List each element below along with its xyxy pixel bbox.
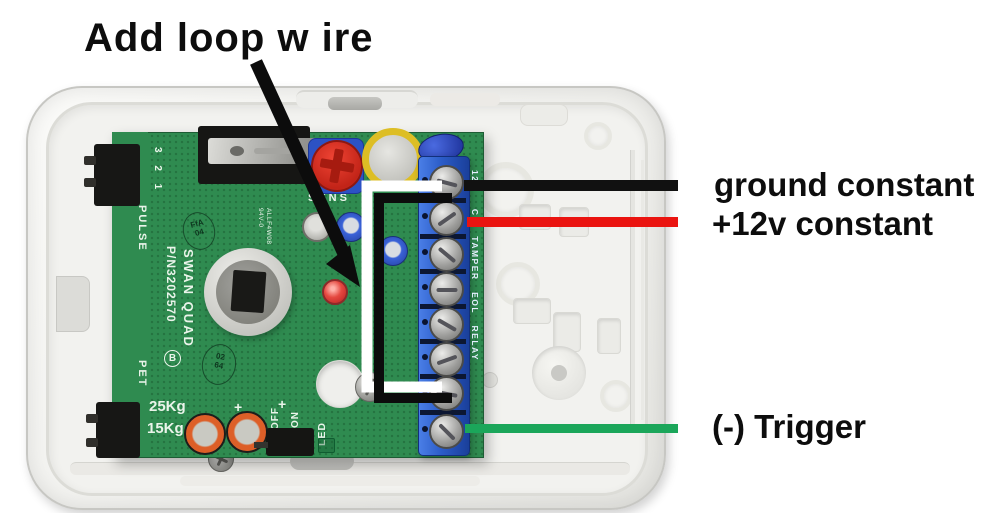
case-bottom-channel [180,476,480,486]
terminal-wire-port [422,284,428,290]
case-cable-knockout [553,312,581,352]
orange-capacitor [226,411,268,453]
pulse-jumper-scale-label: 3 2 1 [152,147,163,195]
jumper-pin [86,414,98,423]
led-switch-on-label: ON [290,411,301,428]
terminal-wire-port [422,177,428,183]
pet-label: PET [136,360,148,388]
plus12v-constant-label: +12v constant [712,205,934,242]
jumper-pin [84,178,96,187]
polarity-plus-mark: + [234,399,243,415]
pir-sensor-window [230,269,267,314]
pet-weight-25kg-label: 25Kg [149,398,186,415]
ul-rating: 94V-0 [257,208,264,228]
part-number-label: P/N3202570 [164,246,178,323]
ground-constant-label: ground constant [714,166,975,203]
terminal-screw-7 [429,376,464,411]
terminal-silkscreen-labels: 12V CO TAMPER EOL RELAY [470,170,480,362]
jumper-pin [254,442,268,448]
ground-wire-line [464,180,678,191]
case-right-ridge [641,160,644,420]
case-cable-knockout [597,318,621,354]
pet-jumper-header [96,402,140,458]
case-molded-ring [600,380,632,412]
terminal-screw-3 [429,237,464,272]
terminal-wire-port [422,426,428,432]
trigger-wire-line [465,424,678,433]
terminal-screw-4 [429,272,464,307]
jumper-pin [84,156,96,165]
pulse-label: PULSE [136,205,148,252]
terminal-screw-2 [429,201,464,236]
led-switch-off-label: OFF [270,407,281,430]
jumper-pin [86,438,98,447]
terminal-wire-port [422,249,428,255]
case-mounting-boss-center [551,365,567,381]
board-revision-badge: B [164,350,181,367]
green-qc-mark [318,438,335,453]
power-12v-wire-line [467,217,678,227]
terminal-screw-5 [429,307,464,342]
terminal-screw-6 [429,342,464,377]
tamper-lever-slot [254,148,294,154]
terminal-screw-1 [429,165,464,200]
trigger-label: (-) Trigger [712,408,866,445]
status-led [322,279,348,305]
blue-capacitor [378,236,408,266]
pet-weight-15kg-label: 15Kg [147,420,184,437]
case-molded-ring [584,122,612,150]
case-right-ridge [630,150,635,430]
terminal-wire-port [422,319,428,325]
case-top-hinge-pin [328,97,382,110]
case-molded-circle [482,372,498,388]
yellow-component [362,128,424,190]
case-left-tab [56,276,90,332]
polarity-plus-mark: + [278,396,287,412]
ul-code: ALLF4W08 [265,208,272,245]
case-molded-bump [520,104,568,126]
case-cable-knockout [513,298,551,324]
orange-capacitor [184,413,226,455]
tamper-lever-hole [230,146,244,156]
gray-capacitor [302,212,332,242]
board-name-label: SWAN QUAD [181,249,196,348]
pcb-mounting-screw [355,372,385,402]
terminal-wire-port [422,388,428,394]
terminal-wire-port [422,354,428,360]
case-top-ridge [430,93,500,106]
pulse-jumper-header [94,144,140,206]
led-jumper-header [266,428,314,456]
terminal-wire-port [422,213,428,219]
terminal-separator [420,410,466,415]
annotation-title: Add loop w ire [84,16,374,60]
blue-capacitor [336,212,366,242]
terminal-screw-8 [429,414,464,449]
